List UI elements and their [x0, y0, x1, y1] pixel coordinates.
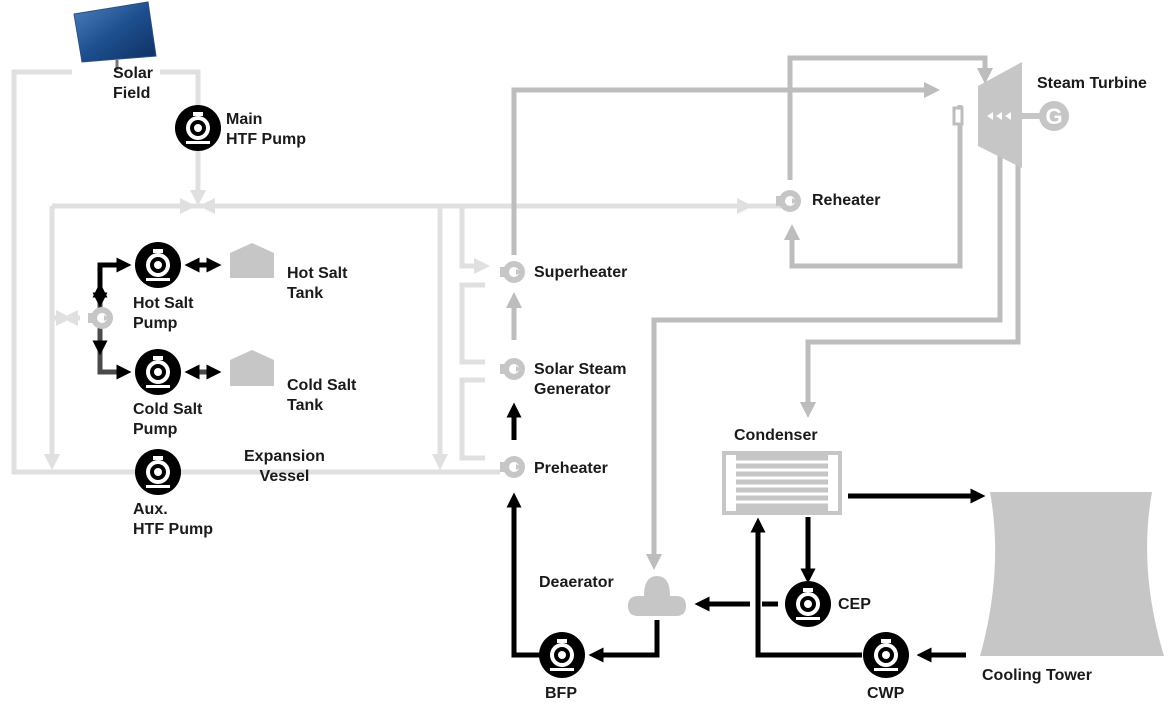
steam-turbine-label: Steam Turbine: [1037, 75, 1147, 92]
aux-htf-pump-label: Aux.HTF Pump: [133, 501, 213, 538]
condenser-label: Condenser: [734, 427, 818, 444]
bfp-pump-icon: [539, 632, 585, 678]
condenser-icon: [722, 451, 842, 515]
main-htf-pump-icon: [175, 105, 221, 151]
generator-icon: G: [1022, 101, 1069, 131]
hot-salt-tank-icon: [230, 243, 274, 278]
water-lines: [92, 257, 986, 663]
cold-salt-pump-icon: [135, 349, 181, 395]
bfp-label: BFP: [545, 685, 577, 702]
cep-label: CEP: [838, 596, 871, 613]
solar-panel-icon: [73, 1, 157, 70]
preheater-label: Preheater: [534, 460, 608, 477]
reheater-label: Reheater: [812, 192, 881, 209]
turbine-icon: [952, 62, 1022, 168]
htf-loop: [11, 69, 785, 475]
reheater-icon: [776, 190, 801, 212]
deaerator-label: Deaerator: [539, 574, 614, 591]
deaerator-icon: [628, 576, 686, 616]
cep-pump-icon: [785, 581, 831, 627]
cwp-pump-icon: [863, 632, 909, 678]
superheater-icon: [500, 261, 525, 283]
expansion-hx-icon: [88, 307, 113, 329]
hot-salt-pump-icon: [135, 242, 181, 288]
superheater-label: Superheater: [534, 264, 628, 281]
cooling-tower-label: Cooling Tower: [982, 667, 1092, 684]
cwp-label: CWP: [867, 685, 905, 702]
cold-salt-tank-icon: [230, 350, 274, 386]
preheater-icon: [500, 456, 525, 478]
generator-symbol: G: [1045, 104, 1062, 129]
steam-lines: [505, 55, 1021, 571]
solar-steam-generator-icon: [500, 358, 525, 380]
cooling-tower-icon: [980, 492, 1164, 656]
aux-htf-pump-icon: [135, 449, 181, 495]
